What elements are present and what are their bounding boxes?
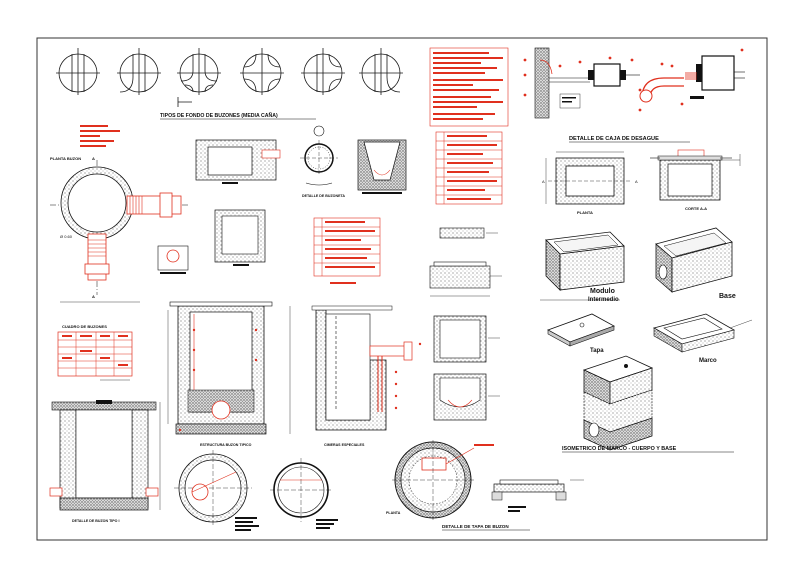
- label-marco: Marco: [699, 358, 717, 364]
- center-sections: [429, 227, 502, 421]
- drawing-frame: [36, 37, 768, 541]
- iso-stack: [582, 355, 654, 451]
- iso-modulo: [545, 231, 625, 291]
- title-isometrico: ISOMETRICO DE MARCO - CUERPO Y BASE: [562, 446, 677, 452]
- caja-plan: A A PLANTA: [542, 151, 638, 215]
- pipe-details: [523, 47, 745, 119]
- title-cimeras: CIMERAS ESPECIALES: [324, 443, 365, 447]
- label-base: Base: [719, 293, 736, 300]
- buzon-tipo-1: DETALLE DE BUZON TIPO I: [49, 400, 161, 523]
- svg-text:A: A: [92, 294, 95, 299]
- title-planta: PLANTA: [577, 210, 593, 215]
- tapa-section: [491, 479, 584, 512]
- bottom-circle-2: [270, 458, 338, 529]
- iso-tapa: [547, 313, 615, 347]
- dimension-marks: [60, 154, 753, 329]
- label-modulo: Modulo: [590, 288, 615, 295]
- title-buzon-tipico: ESTRUCTURA BUZON TIPICO: [200, 443, 252, 447]
- bottom-circle-1: [174, 450, 259, 531]
- label-tapa: Tapa: [590, 348, 604, 354]
- title-cuadro-buzones: CUADRO DE BUZONES: [62, 324, 107, 329]
- iso-base: [655, 227, 733, 293]
- cimeras-especiales: CIMERAS ESPECIALES: [311, 305, 422, 447]
- notes-red-center: [313, 217, 381, 284]
- caja-corte: CORTE A-A: [650, 149, 732, 211]
- fondo-types: [56, 48, 403, 107]
- title-detalle-tapa: DETALLE DE TAPA DE BUZON: [442, 524, 509, 529]
- notes-red-mid: [435, 131, 503, 205]
- title-detalle-buzoneta: DETALLE DE BUZONETA: [302, 194, 345, 198]
- buzoneta-section: DETALLE DE BUZONETA: [195, 125, 407, 266]
- svg-text:PLANTA BUZON: PLANTA BUZON: [50, 156, 81, 161]
- title-corte-aa: CORTE A-A: [685, 206, 707, 211]
- manhole-plan: PLANTA BUZON A A Ø 0.60: [50, 156, 190, 299]
- svg-text:A: A: [92, 156, 95, 161]
- svg-text:Ø 0.60: Ø 0.60: [60, 234, 73, 239]
- svg-text:A: A: [635, 179, 638, 184]
- tapa-buzon: PLANTA: [386, 440, 494, 520]
- cuadro-buzones: CUADRO DE BUZONES: [57, 324, 133, 381]
- buzon-tipico: ESTRUCTURA BUZON TIPICO: [167, 301, 291, 447]
- title-detalle-caja: DETALLE DE CAJA DE DESAGUE: [569, 136, 659, 142]
- title-detalle-buzon1: DETALLE DE BUZON TIPO I: [72, 519, 119, 523]
- iso-marco: [652, 313, 736, 353]
- notes-red-left: [80, 125, 120, 147]
- notes-red-top: [429, 47, 509, 127]
- title-tipos-fondo: TIPOS DE FONDO DE BUZONES (MEDIA CAÑA): [160, 112, 278, 119]
- label-planta-bottom: PLANTA: [386, 511, 401, 515]
- svg-text:A: A: [542, 179, 545, 184]
